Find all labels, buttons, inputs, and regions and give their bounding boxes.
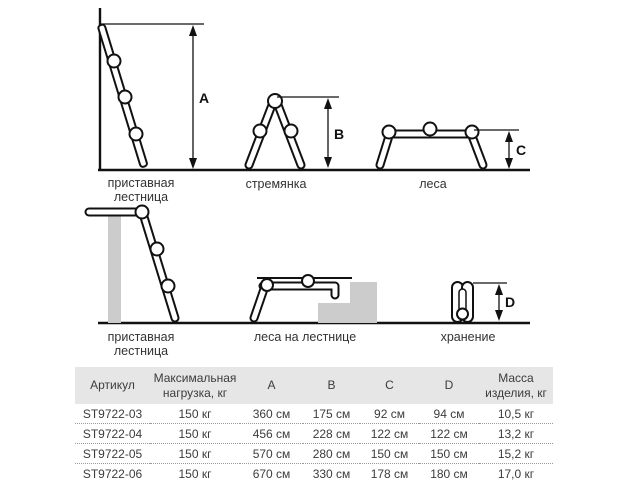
cell-weight: 17,0 кг [479,463,553,480]
column-header-article: Артикул [75,367,150,404]
arrowhead-down-icon [189,158,197,169]
cell-article: ST9722-03 [82,406,143,421]
figure-label-leaning-ladder-wall-1: приставная [108,330,175,344]
figure-label-scaffold: леса [419,177,446,191]
figure-label-storage: хранение [441,330,496,344]
figure-label-scaffold-on-stairs: леса на лестнице [254,330,356,344]
scaffold-leg-inner [469,133,486,168]
hinge-circle [134,204,150,220]
cell-d: 180 см [419,463,479,480]
column-header-max-load: Максимальная нагрузка, кг [150,367,240,404]
cell-c: 92 см [374,406,405,421]
table-row: ST9722-05 150 кг 570 см 280 см 150 см 15… [75,443,553,464]
hinge-circle [106,53,122,69]
column-header-c: C [360,367,419,404]
figure-label-leaning-ladder-2: лестница [114,190,168,204]
cell-article: ST9722-04 [75,423,150,444]
dimension-label-b: B [334,126,344,142]
hinge-circle [260,278,274,292]
hinge-circle [464,124,480,140]
cell-b: 330 см [303,463,360,480]
table-row: ST9722-06 150 кг 670 см 330 см 178 см 18… [75,463,553,480]
cell-c: 150 см [360,443,419,464]
figure-label-stepladder: стремянка [246,177,307,191]
cell-a: 360 см [252,406,291,421]
arrowhead-down-icon [495,310,503,321]
cell-d: 150 см [419,443,479,464]
cell-a: 570 см [240,443,303,464]
cell-a: 456 см [240,423,303,444]
hinge-circle [252,123,268,139]
scaffold-leg-inner [251,286,267,321]
dimension-b: B [277,96,344,168]
dimension-a: A [101,23,209,169]
storage-figure [451,281,474,323]
hinge-circle [422,121,438,137]
table-header-row: Артикул Максимальная нагрузка, кг A B C … [75,367,553,404]
cell-article: ST9722-05 [75,443,150,464]
hinge-circle [456,307,469,321]
spec-table: Артикул Максимальная нагрузка, кг A B C … [75,367,553,480]
dimension-label-a: A [199,90,209,106]
ladder-slant-section-inner [141,214,178,321]
dimension-label-c: C [516,142,526,158]
cell-weight: 15,2 кг [479,443,553,464]
scaffold-figure [375,121,488,170]
hinge-circle [381,124,397,140]
leaning-ladder-figure [97,23,148,168]
hinge-circle [283,123,299,139]
arrowhead-up-icon [189,25,197,36]
hinge-circle [117,89,133,105]
arrowhead-up-icon [324,98,332,109]
cell-max-load: 150 кг [150,463,240,480]
cell-b: 228 см [303,423,360,444]
ladder-configurations-diagram: A приставная лестница B стремянка [84,8,530,358]
figure-label-leaning-ladder-1: приставная [108,176,175,190]
hinge-circle [267,93,283,109]
cell-d: 94 см [433,406,465,421]
column-header-d: D [419,367,479,404]
scaffold-on-stairs-figure [249,274,377,323]
hinge-circle [160,278,176,294]
cell-article: ST9722-06 [75,463,150,480]
cell-weight: 13,2 кг [479,423,553,444]
scaffold-leg-inner [377,133,392,168]
column-header-weight: Масса изделия, кг [479,367,553,404]
stepladder-figure [244,93,306,170]
leaning-ladder-wall-figure [84,204,180,323]
arrowhead-down-icon [505,158,513,169]
column-header-b: B [303,367,360,404]
figure-label-leaning-ladder-wall-2: лестница [114,344,168,358]
platform-bar-inner [260,283,338,298]
cell-c: 122 см [360,423,419,444]
arrowhead-up-icon [495,284,503,295]
arrowhead-down-icon [324,157,332,168]
cell-c: 178 см [360,463,419,480]
cell-a: 670 см [240,463,303,480]
table-row: ST9722-03 150 кг 360 см 175 см 92 см 94 … [75,404,553,424]
table-row: ST9722-04 150 кг 456 см 228 см 122 см 12… [75,423,553,444]
hinge-circle [128,126,144,142]
hinge-circle [301,274,315,288]
cell-b: 175 см [312,406,351,421]
cell-d: 122 см [419,423,479,444]
spec-table-container: Артикул Максимальная нагрузка, кг A B C … [75,367,553,480]
wall-block [108,216,121,323]
dimension-c: C [474,129,526,169]
cell-max-load: 150 кг [150,423,240,444]
column-header-a: A [240,367,303,404]
cell-max-load: 150 кг [178,406,212,421]
hinge-circle [149,241,165,257]
cell-weight: 10,5 кг [497,406,535,421]
cell-b: 280 см [303,443,360,464]
stairs-block [318,282,377,323]
dimension-d: D [473,282,515,321]
dimension-label-d: D [505,294,515,310]
arrowhead-up-icon [505,131,513,142]
cell-max-load: 150 кг [150,443,240,464]
